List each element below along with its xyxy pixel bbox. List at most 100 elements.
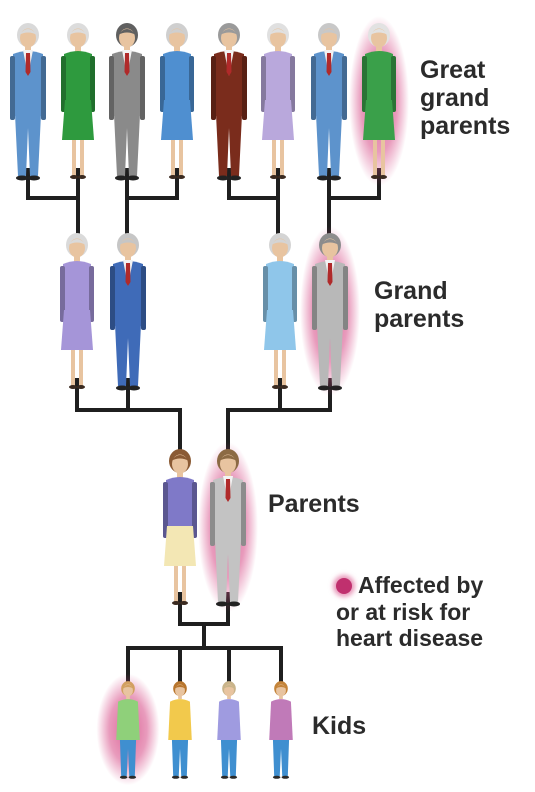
shoe-icon bbox=[16, 176, 28, 181]
tie-icon bbox=[26, 53, 31, 76]
grandparents-label-line-2: parents bbox=[374, 305, 464, 333]
leg-icon bbox=[282, 350, 286, 386]
tie-icon bbox=[226, 479, 231, 502]
shoe-icon bbox=[28, 176, 40, 181]
shoe-icon bbox=[379, 175, 387, 179]
arm-icon bbox=[140, 56, 145, 120]
blouse-icon bbox=[63, 261, 91, 310]
shoe-icon bbox=[172, 601, 180, 605]
tie-icon bbox=[328, 263, 333, 286]
shoe-icon bbox=[70, 175, 78, 179]
shoe-icon bbox=[318, 386, 330, 391]
shoe-icon bbox=[278, 175, 286, 179]
neck-icon bbox=[178, 695, 182, 699]
shirt-icon bbox=[217, 699, 241, 740]
great-grandparents-label: Great grand parents bbox=[420, 56, 510, 140]
legend-line-1: Affected by bbox=[336, 572, 483, 599]
arm-icon bbox=[312, 266, 317, 330]
shoe-icon bbox=[330, 386, 342, 391]
jeans-icon bbox=[221, 740, 237, 776]
person-ggp-3-icon bbox=[109, 23, 145, 181]
affected-highlights bbox=[97, 16, 410, 785]
skirt-icon bbox=[161, 100, 193, 140]
kids-label: Kids bbox=[312, 712, 366, 740]
shoe-icon bbox=[229, 176, 241, 181]
leg-icon bbox=[373, 140, 377, 176]
legend-line-2: or at risk for bbox=[336, 599, 483, 626]
person-ggp-6-icon bbox=[261, 23, 295, 179]
arm-icon bbox=[343, 266, 348, 330]
shoe-icon bbox=[120, 776, 127, 779]
neck-icon bbox=[177, 471, 183, 478]
blouse-icon bbox=[166, 477, 194, 526]
leg-icon bbox=[72, 140, 76, 176]
legend-line-3: heart disease bbox=[336, 625, 483, 652]
arm-icon bbox=[211, 56, 216, 120]
tie-icon bbox=[327, 53, 332, 76]
leg-icon bbox=[179, 140, 183, 176]
leg-icon bbox=[272, 140, 276, 176]
person-kid-4-icon bbox=[269, 681, 293, 779]
legend-text-1: Affected by bbox=[358, 572, 483, 598]
shoe-icon bbox=[116, 386, 128, 391]
person-ggp-4-icon bbox=[160, 23, 194, 179]
person-kid-2-icon bbox=[168, 681, 192, 779]
shoe-icon bbox=[77, 385, 85, 389]
arm-icon bbox=[41, 56, 46, 120]
shirt-icon bbox=[269, 699, 293, 740]
shoe-icon bbox=[217, 176, 229, 181]
skirt-icon bbox=[164, 526, 196, 566]
shoe-icon bbox=[129, 776, 136, 779]
person-ggp-1-icon bbox=[10, 23, 46, 181]
shoe-icon bbox=[78, 175, 86, 179]
trousers-icon bbox=[216, 114, 242, 176]
neck-icon bbox=[126, 695, 130, 699]
skirt-icon bbox=[363, 100, 395, 140]
neck-icon bbox=[279, 695, 283, 699]
shoe-icon bbox=[280, 385, 288, 389]
shoe-icon bbox=[230, 776, 237, 779]
arm-icon bbox=[210, 482, 215, 546]
shoe-icon bbox=[228, 602, 240, 607]
blouse-icon bbox=[365, 51, 393, 100]
neck-icon bbox=[227, 695, 231, 699]
blouse-icon bbox=[163, 51, 191, 100]
neck-icon bbox=[75, 45, 81, 52]
skirt-icon bbox=[264, 310, 296, 350]
legend: Affected by or at risk for heart disease bbox=[336, 572, 483, 652]
leg-icon bbox=[280, 140, 284, 176]
person-ggp-5-icon bbox=[211, 23, 247, 181]
shoe-icon bbox=[270, 175, 278, 179]
person-gp-3-icon bbox=[263, 233, 297, 389]
neck-icon bbox=[376, 45, 382, 52]
shoe-icon bbox=[172, 776, 179, 779]
blouse-icon bbox=[264, 51, 292, 100]
jeans-icon bbox=[172, 740, 188, 776]
person-kid-3-icon bbox=[217, 681, 241, 779]
grandparents-label: Grand parents bbox=[374, 277, 464, 333]
person-parent-1-icon bbox=[163, 449, 197, 605]
person-ggp-7-icon bbox=[311, 23, 347, 181]
arm-icon bbox=[110, 266, 115, 330]
shoe-icon bbox=[128, 386, 140, 391]
blouse-icon bbox=[266, 261, 294, 310]
leg-icon bbox=[174, 566, 178, 602]
shoe-icon bbox=[177, 175, 185, 179]
shoe-icon bbox=[69, 385, 77, 389]
blouse-icon bbox=[64, 51, 92, 100]
shoe-icon bbox=[127, 176, 139, 181]
arm-icon bbox=[10, 56, 15, 120]
grandparents-label-line-1: Grand bbox=[374, 277, 464, 305]
neck-icon bbox=[275, 45, 281, 52]
skirt-icon bbox=[262, 100, 294, 140]
skirt-icon bbox=[61, 310, 93, 350]
shoe-icon bbox=[371, 175, 379, 179]
arm-icon bbox=[342, 56, 347, 120]
leg-icon bbox=[274, 350, 278, 386]
arm-icon bbox=[109, 56, 114, 120]
trousers-icon bbox=[114, 114, 140, 176]
trousers-icon bbox=[115, 324, 141, 386]
shirt-icon bbox=[116, 699, 140, 740]
leg-icon bbox=[381, 140, 385, 176]
